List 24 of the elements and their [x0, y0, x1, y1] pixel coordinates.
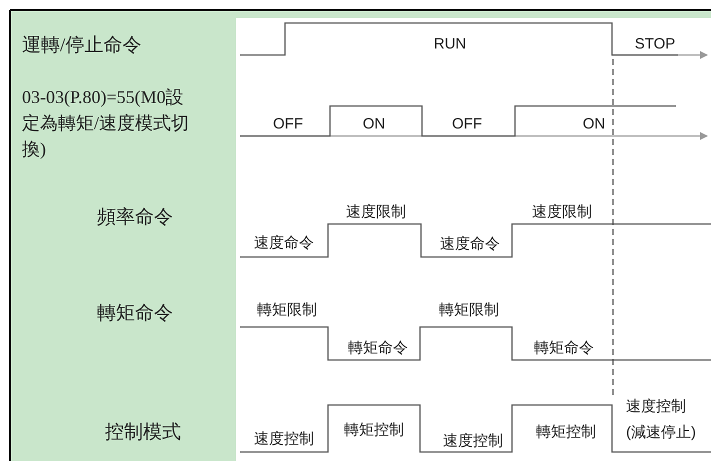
- state-label: 速度限制: [346, 202, 406, 222]
- signal-name: 轉矩命令: [97, 302, 173, 326]
- state-label: 速度限制: [532, 202, 592, 222]
- state-label: 轉矩限制: [439, 300, 499, 320]
- state-label: 速度控制: [443, 432, 503, 450]
- signal-name: 運轉/停止命令: [22, 34, 142, 58]
- state-label: ON: [362, 116, 386, 132]
- signal-name: 03-03(P.80)=55(M0設定為轉矩/速度模式切換): [22, 86, 190, 161]
- signal-name: 頻率命令: [97, 206, 173, 230]
- state-label: OFF: [273, 116, 303, 132]
- state-label: 速度命令: [440, 234, 500, 254]
- state-label: 轉矩控制: [344, 420, 404, 440]
- state-label: 轉矩命令: [348, 338, 408, 358]
- state-label: RUN: [434, 36, 466, 52]
- state-label: 轉矩限制: [257, 300, 317, 320]
- state-label: STOP: [634, 36, 676, 52]
- state-label: 速度控制(減速停止): [626, 397, 697, 443]
- signal-name: 控制模式: [105, 421, 181, 445]
- state-label: 速度命令: [254, 234, 314, 252]
- state-label: ON: [582, 116, 606, 132]
- state-label: 轉矩控制: [536, 422, 596, 442]
- state-label: OFF: [452, 116, 482, 132]
- state-label: 轉矩命令: [534, 338, 594, 358]
- state-label: 速度控制: [254, 430, 314, 448]
